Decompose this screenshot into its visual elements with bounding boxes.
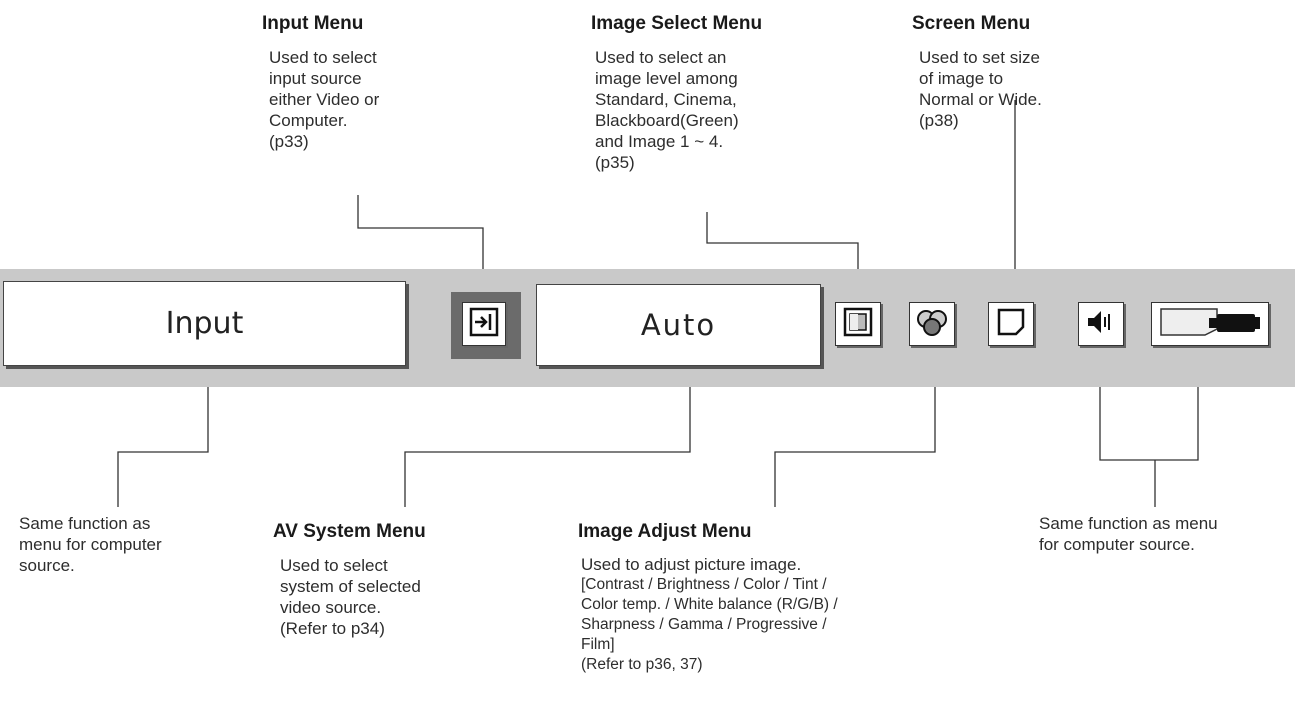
image-adjust-menu-button[interactable] [909, 302, 955, 346]
callout-same-function-computer: Same function as menu for computer sourc… [19, 513, 162, 576]
image-select-menu-line: and Image 1 ~ 4. [595, 132, 724, 151]
screen-menu-description: Used to set size of image to Normal or W… [912, 47, 1042, 131]
image-select-menu-line: (p35) [595, 153, 635, 172]
screen-menu-line: (p38) [919, 111, 959, 130]
callout-image-select-menu: Image Select Menu Used to select an imag… [591, 13, 762, 173]
setting-icon [1157, 305, 1263, 344]
sound-icon [1085, 307, 1117, 342]
callout-image-adjust-menu: Image Adjust Menu Used to adjust picture… [578, 521, 838, 675]
input-menu-button[interactable] [462, 302, 506, 346]
image-select-menu-line: Standard, Cinema, [595, 90, 737, 109]
image-adjust-menu-title: Image Adjust Menu [578, 521, 752, 542]
same-function-menu-line: for computer source. [1039, 535, 1195, 554]
image-adjust-menu-line: [Contrast / Brightness / Color / Tint / [581, 576, 827, 593]
callout-av-system-menu: AV System Menu Used to select system of … [273, 521, 426, 639]
image-adjust-menu-line: (Refer to p36, 37) [581, 656, 703, 673]
input-menu-title: Input Menu [262, 13, 364, 34]
connector-input-box [117, 372, 209, 507]
image-select-menu-title: Image Select Menu [591, 13, 763, 34]
input-menu-line: Used to select [269, 48, 377, 67]
callout-screen-menu: Screen Menu Used to set size of image to… [912, 13, 1042, 131]
input-menu-line: either Video or [269, 90, 380, 109]
menu-bar: Input Auto [0, 269, 1295, 387]
image-select-icon [843, 307, 873, 342]
screen-icon [996, 307, 1026, 342]
image-select-menu-line: image level among [595, 69, 738, 88]
screen-menu-button[interactable] [988, 302, 1034, 346]
av-system-menu-line: video source. [280, 598, 382, 617]
input-menu-line: Computer. [269, 111, 348, 130]
input-menu-line: input source [269, 69, 362, 88]
callout-input-menu: Input Menu Used to select input source e… [262, 13, 379, 152]
screen-menu-title: Screen Menu [912, 13, 1031, 34]
av-system-value: Auto [640, 308, 717, 342]
same-function-menu-line: Same function as menu [1039, 514, 1218, 533]
screen-menu-line: Used to set size [919, 48, 1040, 67]
connector-input-menu [357, 195, 484, 305]
image-select-menu-line: Blackboard(Green) [595, 111, 739, 130]
image-adjust-menu-line: Sharpness / Gamma / Progressive / [581, 616, 827, 633]
connector-image-adjust [774, 372, 936, 507]
setting-menu-button[interactable] [1151, 302, 1269, 346]
av-system-value-box[interactable]: Auto [536, 284, 821, 366]
av-system-menu-line: Used to select [280, 556, 388, 575]
same-function-computer-line: menu for computer [19, 535, 162, 554]
image-adjust-menu-line: Used to adjust picture image. [581, 555, 802, 574]
av-system-menu-line: system of selected [280, 577, 421, 596]
connector-same-function [1099, 372, 1199, 461]
input-menu-description: Used to select input source either Video… [262, 47, 379, 152]
input-label: Input [165, 306, 244, 341]
input-source-icon [469, 307, 499, 342]
image-adjust-menu-line: Film] [581, 636, 615, 653]
av-system-menu-line: (Refer to p34) [280, 619, 385, 638]
image-select-menu-description: Used to select an image level among Stan… [591, 47, 762, 173]
input-menu-line: (p33) [269, 132, 309, 151]
callout-same-function-menu: Same function as menu for computer sourc… [1039, 513, 1218, 555]
input-label-box[interactable]: Input [3, 281, 406, 366]
sound-menu-button[interactable] [1078, 302, 1124, 346]
av-system-menu-description: Used to select system of selected video … [273, 555, 426, 639]
image-select-menu-line: Used to select an [595, 48, 727, 67]
screen-menu-line: Normal or Wide. [919, 90, 1042, 109]
image-select-menu-button[interactable] [835, 302, 881, 346]
image-adjust-icon [915, 307, 949, 342]
image-adjust-menu-description: Used to adjust picture image. [Contrast … [578, 555, 838, 675]
connector-av-system [404, 372, 691, 507]
av-system-menu-title: AV System Menu [273, 521, 426, 542]
image-adjust-menu-line: Color temp. / White balance (R/G/B) / [581, 596, 838, 613]
same-function-computer-line: source. [19, 556, 75, 575]
same-function-computer-line: Same function as [19, 514, 151, 533]
screen-menu-line: of image to [919, 69, 1004, 88]
